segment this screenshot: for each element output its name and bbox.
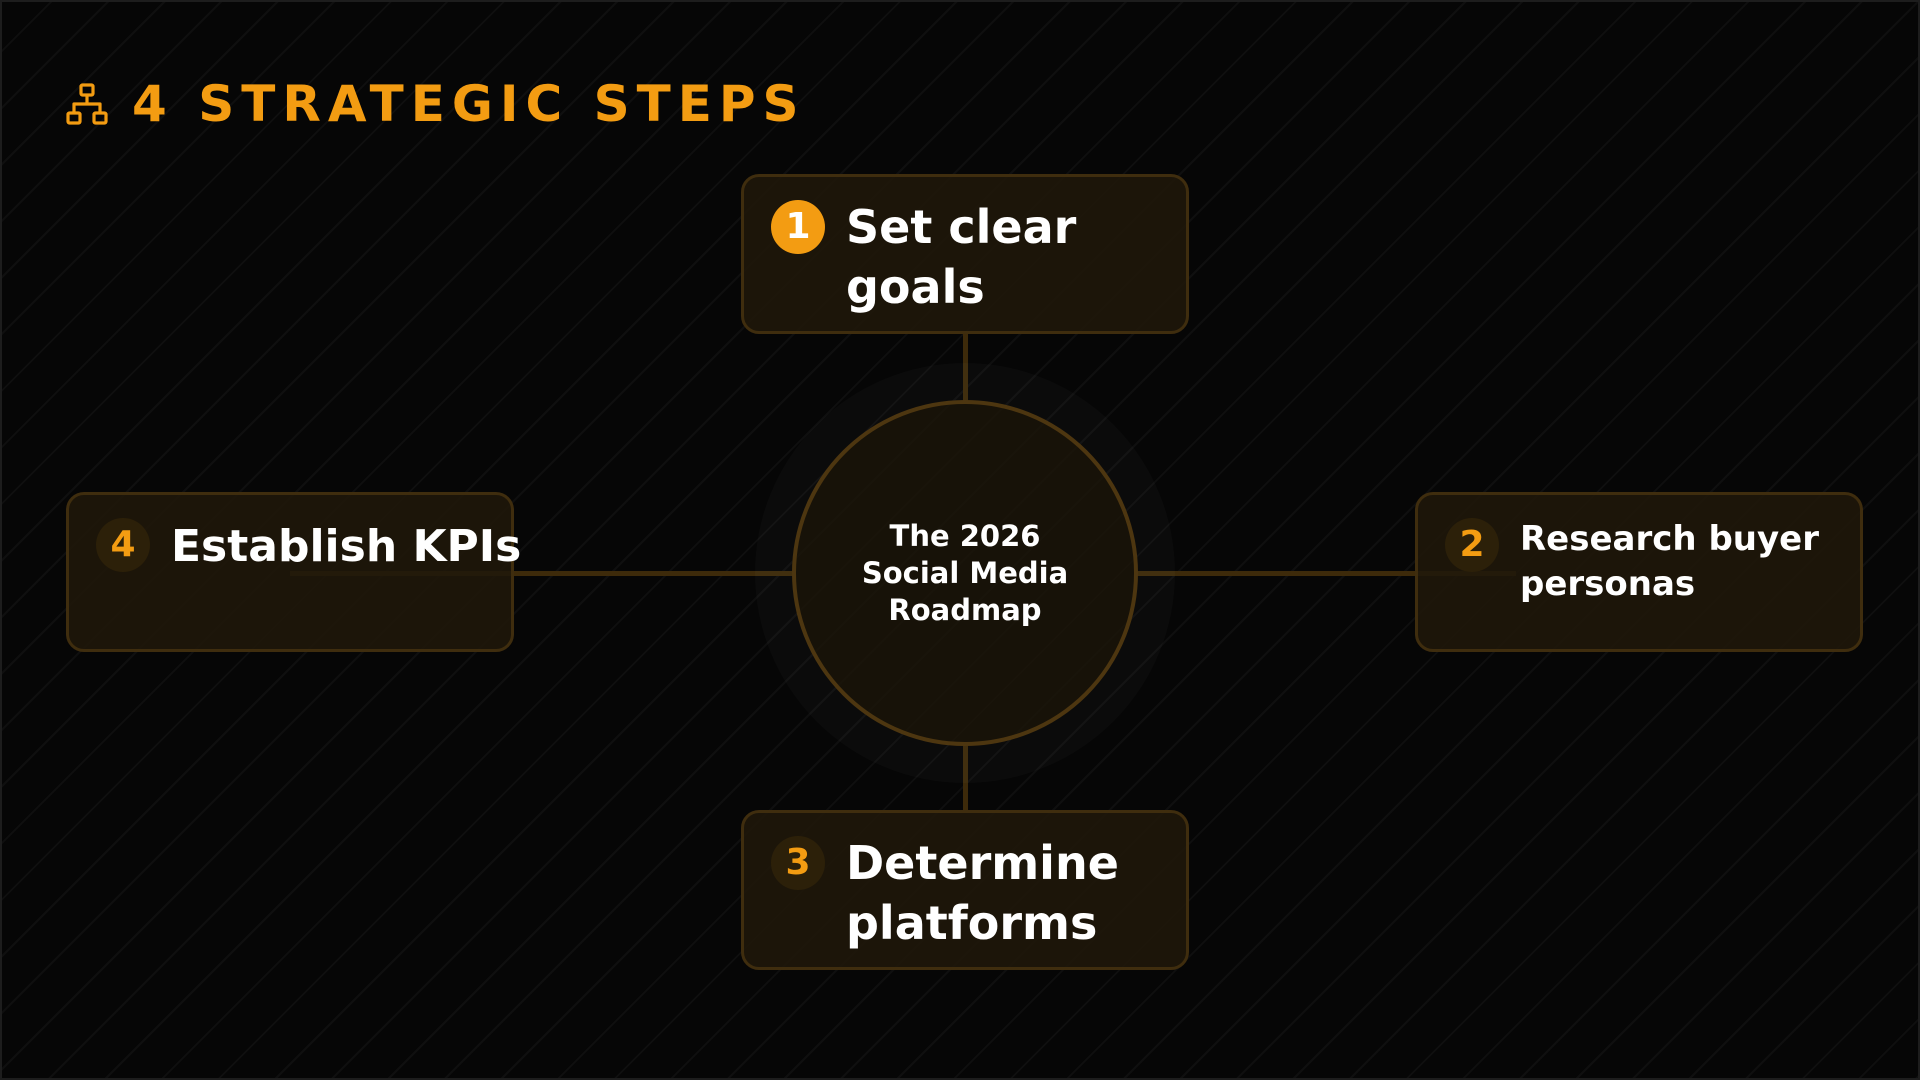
- connector-right: [1136, 571, 1516, 576]
- roadmap-hub: The 2026 Social Media Roadmap: [792, 400, 1138, 746]
- step-label: Determine platforms: [846, 836, 1119, 950]
- step-number-badge: 3: [771, 836, 825, 890]
- hub-label: The 2026 Social Media Roadmap: [861, 518, 1069, 627]
- connector-bottom: [963, 744, 968, 812]
- connector-left: [290, 571, 794, 576]
- step-number-badge: 2: [1445, 518, 1499, 572]
- step-card-establish-kpis: 4 Establish KPIs: [66, 492, 522, 652]
- step-label: Research buyer personas: [1520, 519, 1819, 604]
- step-number-badge: 1: [771, 200, 825, 254]
- sitemap-icon: [66, 83, 108, 125]
- step-card-research-buyer-personas: 2 Research buyer personas: [1415, 492, 1863, 652]
- step-card-set-clear-goals: 1 Set clear goals: [741, 174, 1189, 334]
- step-card-determine-platforms: 3 Determine platforms: [741, 810, 1189, 970]
- page-title: 4 STRATEGIC STEPS: [132, 75, 806, 133]
- connector-top: [963, 332, 968, 402]
- step-label: Establish KPIs: [171, 521, 522, 572]
- step-label: Set clear goals: [846, 200, 1077, 314]
- step-number-badge: 4: [96, 518, 150, 572]
- header: 4 STRATEGIC STEPS: [66, 72, 806, 136]
